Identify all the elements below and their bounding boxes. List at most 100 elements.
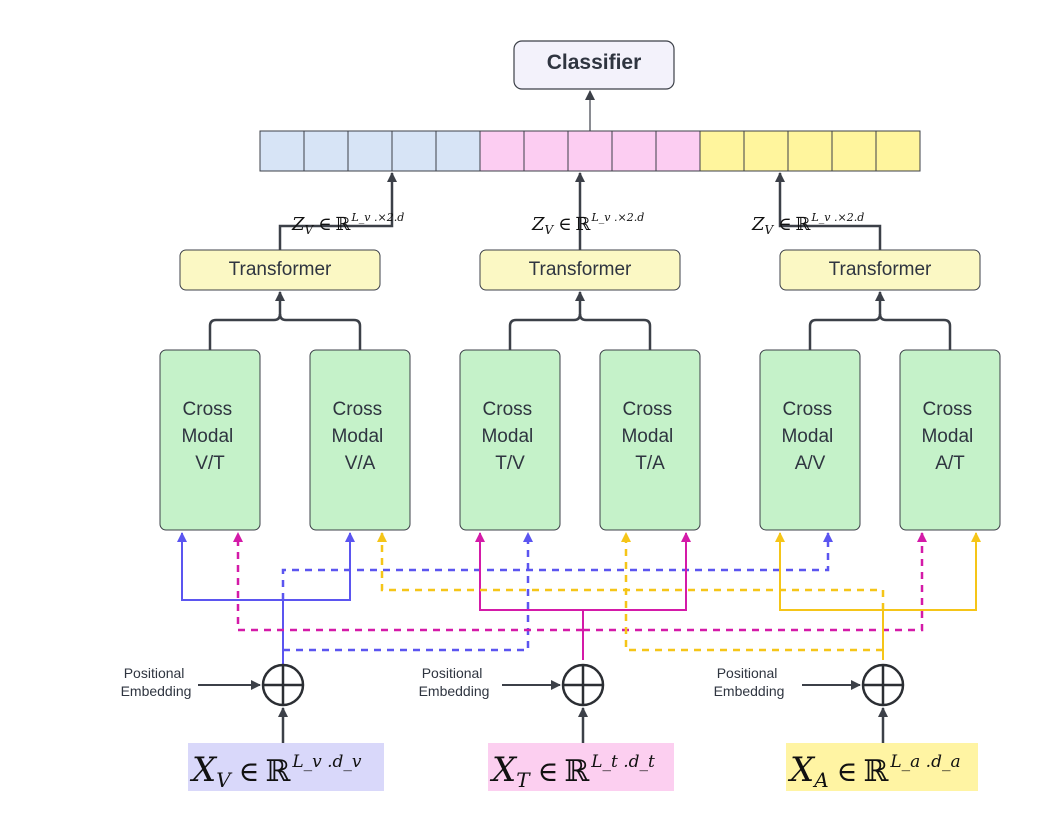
audio-solid-route <box>883 532 981 611</box>
audio-routing <box>377 532 981 660</box>
vector-cell-text <box>523 130 569 172</box>
svg-text:Positional Embedding: Positional Embedding <box>714 665 785 699</box>
input-sup: L_v .d_v <box>291 752 362 772</box>
vector-cell-visual <box>347 130 393 172</box>
input-set: ℝ <box>863 754 889 789</box>
z-label-1: ZV∈ℝL_v .×2.d <box>291 211 404 237</box>
svg-text:Cross Modal A/T: Cross Modal A/T <box>921 399 978 474</box>
transformer-1-output-arrow <box>278 172 397 250</box>
cross-modal-line: Cross <box>333 399 383 420</box>
classifier-label: Classifier <box>547 51 642 74</box>
z-set: ℝ <box>576 214 592 235</box>
input-sup: L_t .d_t <box>590 752 655 772</box>
positional-embedding-audio: Positional Embedding <box>714 665 861 699</box>
vector-cell-audio <box>875 130 921 172</box>
cross-modal-box <box>599 349 701 531</box>
positional-embedding-line: Embedding <box>419 683 490 699</box>
vector-cell-visual <box>391 130 437 172</box>
cross-modal-box <box>159 349 261 531</box>
add-node-visual <box>261 663 305 707</box>
visual-routing <box>177 532 833 668</box>
positional-embedding-text: Positional Embedding <box>419 665 561 699</box>
cross-modal-vt: Cross Modal V/T <box>159 349 261 531</box>
z-elem: ∈ <box>558 214 571 235</box>
cross-modal-line: Cross <box>483 399 533 420</box>
vector-cell-audio <box>743 130 789 172</box>
vector-cell-text <box>479 130 525 172</box>
audio-dashed-route <box>621 532 883 652</box>
cross-modal-line: Cross <box>783 399 833 420</box>
cross-modal-line: Modal <box>621 426 673 447</box>
input-sub: T <box>516 768 531 792</box>
svg-text:Positional Embedding: Positional Embedding <box>419 665 490 699</box>
transformer-box <box>179 249 381 291</box>
cross-modal-line: A/T <box>935 453 965 474</box>
z-sup: L_v .×2.d <box>810 211 864 224</box>
input-sub: A <box>812 768 828 792</box>
positional-embedding-line: Embedding <box>121 683 192 699</box>
vector-cell-audio <box>787 130 833 172</box>
z-sub: V <box>545 223 555 237</box>
positional-embedding-line: Positional <box>422 665 483 681</box>
transformer-block-3: Transformer <box>779 249 981 291</box>
svg-text:Positional Embedding: Positional Embedding <box>121 665 192 699</box>
input-visual-bg <box>188 743 384 791</box>
svg-text:ZV∈ℝL_v .×2.d: ZV∈ℝL_v .×2.d <box>751 211 864 237</box>
z-label-3: ZV∈ℝL_v .×2.d <box>751 211 864 237</box>
svg-text:ZV∈ℝL_v .×2.d: ZV∈ℝL_v .×2.d <box>531 211 644 237</box>
svg-text:Cross Modal T/A: Cross Modal T/A <box>621 399 678 474</box>
text-dashed-route <box>583 532 927 632</box>
cross-modal-line: Modal <box>481 426 533 447</box>
z-set: ℝ <box>796 214 812 235</box>
z-var: Z <box>751 214 765 235</box>
svg-text:Cross Modal V/T: Cross Modal V/T <box>181 399 238 474</box>
cross-modal-line: Cross <box>923 399 973 420</box>
cross-modal-va: Cross Modal V/A <box>309 349 411 531</box>
z-sup: L_v .×2.d <box>590 211 644 224</box>
input-var: X <box>489 750 518 790</box>
vector-cell-text <box>567 130 613 172</box>
input-sup: L_a .d_a <box>889 752 960 772</box>
svg-text:XV∈ℝL_v .d_v: XV∈ℝL_v .d_v <box>189 750 362 792</box>
text-dashed-route <box>233 532 583 632</box>
audio-solid-route <box>775 532 884 660</box>
visual-solid-route <box>283 532 355 601</box>
cross-modal-av: Cross Modal A/V <box>759 349 861 531</box>
svg-text:XT∈ℝL_t .d_t: XT∈ℝL_t .d_t <box>489 750 655 792</box>
input-var: X <box>189 750 218 790</box>
cross-modal-line: Modal <box>781 426 833 447</box>
vector-cell-visual <box>435 130 481 172</box>
positional-embedding-line: Positional <box>717 665 778 681</box>
input-text-bg <box>488 743 674 791</box>
z-var: Z <box>531 214 545 235</box>
cross-modal-box <box>309 349 411 531</box>
z-sup: L_v .×2.d <box>350 211 404 224</box>
cross-modal-at: Cross Modal A/T <box>899 349 1001 531</box>
merge-connector-3 <box>808 313 952 350</box>
positional-embedding-line: Positional <box>124 665 185 681</box>
add-node-text <box>561 663 605 707</box>
cross-modal-line: Modal <box>331 426 383 447</box>
cross-modal-box <box>759 349 861 531</box>
visual-solid-route <box>177 532 284 668</box>
visual-dashed-route <box>283 532 533 652</box>
text-routing <box>233 532 927 660</box>
cross-modal-line: Modal <box>921 426 973 447</box>
transformer-label: Transformer <box>529 259 632 280</box>
input-set: ℝ <box>265 754 291 789</box>
z-label-2: ZV∈ℝL_v .×2.d <box>531 211 644 237</box>
merge-connector-1 <box>208 313 362 350</box>
transformer-box <box>779 249 981 291</box>
cross-modal-line: T/A <box>635 453 665 474</box>
classifier-box <box>513 40 675 90</box>
z-elem: ∈ <box>778 214 791 235</box>
visual-dashed-route <box>281 532 833 600</box>
svg-text:Cross Modal V/A: Cross Modal V/A <box>331 399 388 474</box>
vector-cell-visual <box>303 130 349 172</box>
concatenated-feature-vector <box>259 130 921 172</box>
vector-cell-audio <box>699 130 745 172</box>
